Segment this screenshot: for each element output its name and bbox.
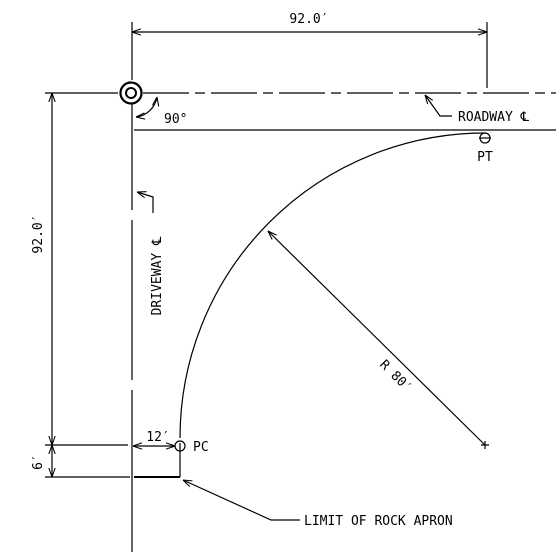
survey-monument-icon: [119, 81, 143, 105]
radius-dimension-line: [268, 231, 486, 446]
rock-apron-leader: [183, 480, 300, 521]
curb-return-curve: [179, 132, 486, 439]
roadway-leader: [425, 95, 452, 117]
driveway-leader: [137, 192, 154, 213]
rock-apron-label: LIMIT OF ROCK APRON: [304, 514, 453, 529]
radius-label: R 80′: [376, 357, 414, 395]
pc-label: PC: [193, 440, 209, 455]
pt-label: PT: [477, 150, 493, 165]
angle-arc: [136, 97, 157, 117]
left-dimension-label: 92.0′: [31, 214, 46, 253]
angle-label: 90°: [164, 112, 187, 127]
bottom-dimension-label: 6′: [31, 454, 46, 470]
pc-point-icon: [174, 440, 186, 452]
radius-center-mark: [481, 441, 489, 449]
roadway-centerline-label: ROADWAY ℄: [458, 110, 530, 125]
pc-offset-label: 12′: [146, 430, 169, 445]
driveway-centerline-label: DRIVEWAY ℄: [150, 236, 165, 315]
top-dimension-label: 92.0′: [289, 12, 328, 27]
